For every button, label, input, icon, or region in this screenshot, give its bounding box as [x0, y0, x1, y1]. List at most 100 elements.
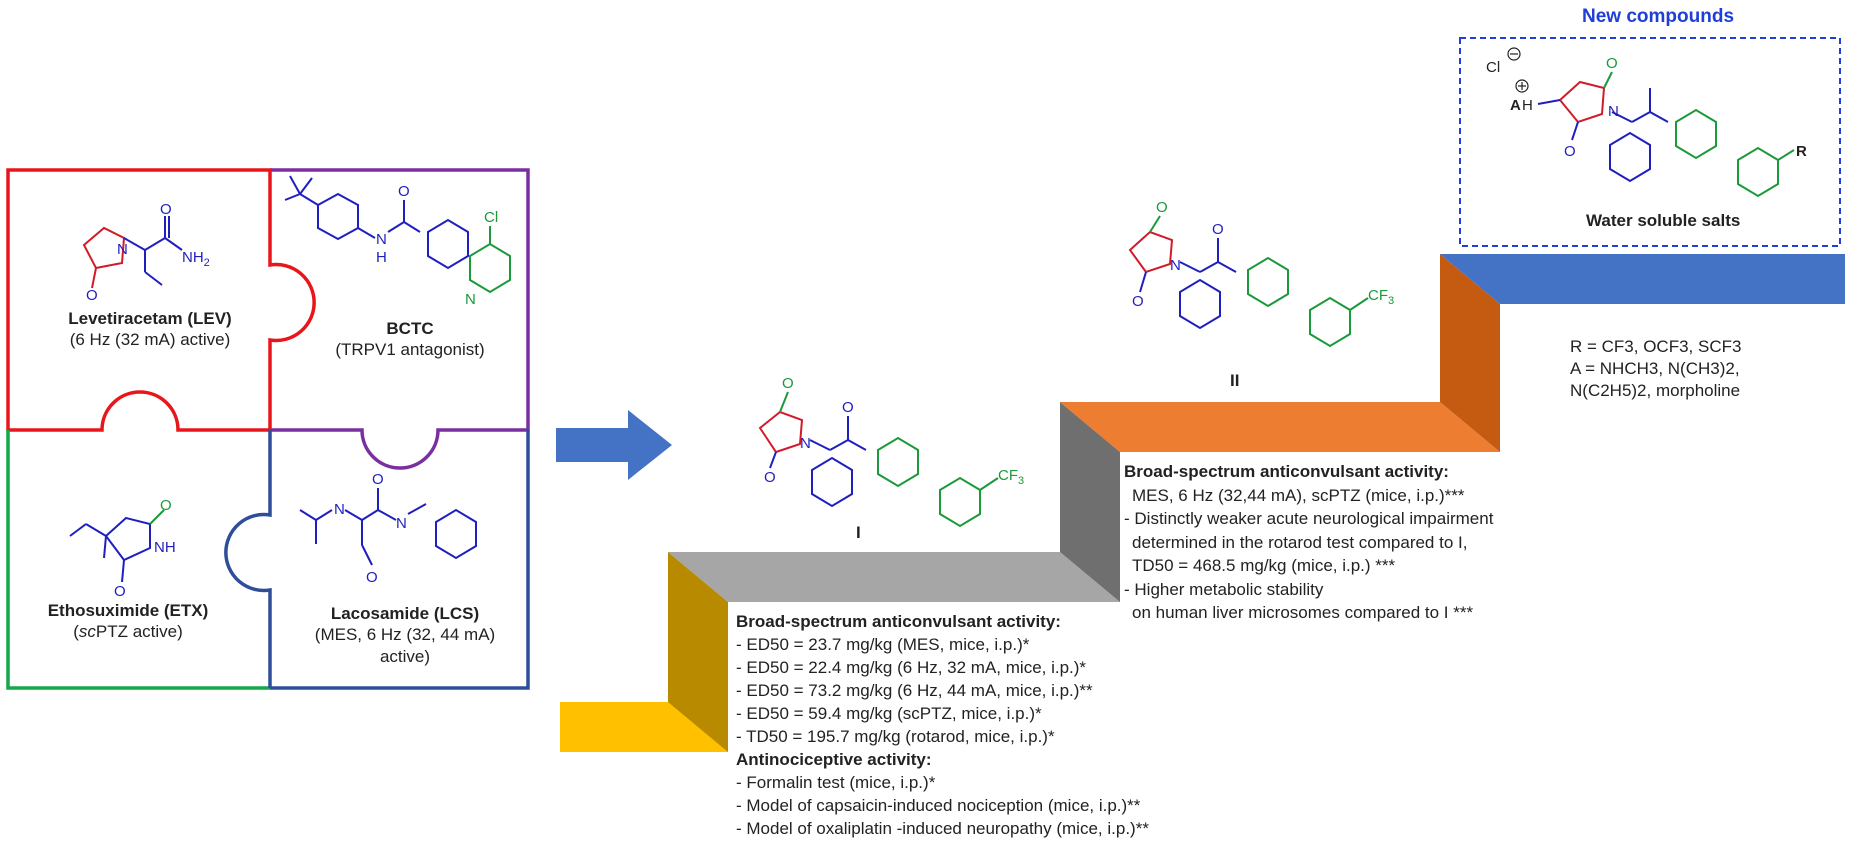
lev-o-left: O: [86, 287, 98, 304]
bctc-pyridine-n: N: [465, 291, 476, 308]
cmp2-cf3: CF3: [1368, 287, 1394, 307]
etx-o-top: O: [160, 497, 172, 514]
cmp1-o-bottom: O: [764, 469, 776, 486]
bctc-structure: [284, 175, 511, 294]
activity-I-line: - Formalin test (mice, i.p.)*: [736, 773, 936, 792]
etx-name: Ethosuximide (ETX): [47, 601, 209, 620]
activity-I-line: - ED50 = 59.4 mg/kg (scPTZ, mice, i.p.)*: [736, 704, 1042, 723]
lcs-label: Lacosamide (LCS) (MES, 6 Hz (32, 44 mA) …: [295, 603, 515, 667]
cmp2-o-carbonyl: O: [1212, 221, 1224, 238]
activity-compound-II: Broad-spectrum anticonvulsant activity: …: [1124, 460, 1493, 625]
etx-note: (scPTZ active): [73, 622, 183, 642]
bctc-label: BCTC (TRPV1 antagonist): [310, 318, 510, 361]
activity-II-line: MES, 6 Hz (32,44 mA), scPTZ (mice, i.p.)…: [1132, 485, 1465, 505]
new-cl: Cl: [1486, 59, 1500, 76]
activity-I-line: - Model of oxaliplatin -induced neuropat…: [736, 819, 1149, 838]
puzzle-piece-lcs: [224, 430, 530, 690]
new-a: A: [1510, 97, 1521, 114]
ethosuximide-structure: [69, 509, 165, 583]
staircase: [560, 254, 1845, 752]
activity-I-line: - TD50 = 195.7 mg/kg (rotarod, mice, i.p…: [736, 727, 1055, 746]
activity-I-heading-2: Antinociceptive activity:: [736, 750, 932, 769]
substituent-legend: R = CF3, OCF3, SCF3 A = NHCH3, N(CH3)2, …: [1570, 336, 1741, 402]
activity-compound-I: Broad-spectrum anticonvulsant activity: …: [736, 610, 1149, 840]
compound-II-structure: [1128, 215, 1369, 348]
minus-charge-icon: [1507, 47, 1521, 61]
lev-label: Levetiracetam (LEV) (6 Hz (32 mA) active…: [50, 308, 250, 351]
lcs-o-top: O: [372, 471, 384, 488]
lev-nh2: NH2: [182, 249, 210, 269]
activity-II-line: - Higher metabolic stability: [1124, 579, 1324, 599]
compound-II-label: II: [1230, 371, 1240, 390]
new-compounds-title: New compounds: [1582, 6, 1735, 27]
lev-name: Levetiracetam (LEV): [68, 309, 232, 328]
activity-II-line: determined in the rotarod test compared …: [1132, 532, 1468, 552]
levetiracetam-structure: [82, 216, 183, 289]
lev-note: (6 Hz (32 mA) active): [69, 330, 231, 350]
activity-II-line: on human liver microsomes compared to I …: [1132, 603, 1474, 622]
compound-I-structure: [758, 391, 999, 528]
bctc-o: O: [398, 183, 410, 200]
activity-II-line: - Distinctly weaker acute neurological i…: [1124, 509, 1494, 528]
new-h: H: [1522, 97, 1533, 114]
etx-o-bottom: O: [114, 583, 126, 600]
activity-II-heading: Broad-spectrum anticonvulsant activity:: [1124, 462, 1449, 481]
bctc-h: H: [376, 249, 387, 266]
cmp2-o-green: O: [1156, 199, 1168, 216]
step-2-top: [668, 552, 1120, 602]
atom-labels: N O O NH2 O N H Cl N O NH O N O N O N O …: [86, 55, 1807, 600]
new-n: N: [1608, 103, 1619, 120]
cmp1-o-green: O: [782, 375, 794, 392]
new-compound-structure: [1537, 71, 1795, 198]
cmp2-o-bottom: O: [1132, 293, 1144, 310]
lcs-n-right: N: [396, 515, 407, 532]
activity-I-line: - ED50 = 22.4 mg/kg (6 Hz, 32 mA, mice, …: [736, 658, 1087, 677]
lcs-name: Lacosamide (LCS): [330, 604, 480, 623]
bctc-note: (TRPV1 antagonist): [335, 340, 485, 360]
transition-arrow: [556, 410, 672, 480]
bctc-n: N: [376, 231, 387, 248]
legend-r: R = CF3, OCF3, SCF3: [1570, 337, 1742, 356]
new-compounds-subtitle: Water soluble salts: [1586, 211, 1741, 230]
new-o-bottom: O: [1564, 143, 1576, 160]
activity-I-line: - ED50 = 73.2 mg/kg (6 Hz, 44 mA, mice, …: [736, 681, 1093, 700]
puzzle-piece-bctc: [270, 168, 530, 470]
step-2-side: [1060, 402, 1120, 602]
etx-nh: NH: [154, 539, 176, 556]
activity-I-line: - ED50 = 23.7 mg/kg (MES, mice, i.p.)*: [736, 635, 1030, 654]
lacosamide-structure: [299, 488, 477, 566]
bctc-cl: Cl: [484, 209, 498, 226]
step-1-side: [668, 552, 728, 752]
step-4-top: [1440, 254, 1845, 304]
lcs-n: N: [334, 501, 345, 518]
activity-I-heading-1: Broad-spectrum anticonvulsant activity:: [736, 612, 1061, 631]
legend-a-2: N(C2H5)2, morpholine: [1570, 381, 1741, 400]
lcs-o-bottom: O: [366, 569, 378, 586]
charge-signs: [1507, 47, 1529, 93]
cmp1-n: N: [800, 435, 811, 452]
activity-I-line: - Model of capsaicin-induced nociception…: [736, 796, 1141, 815]
compound-I-label: I: [856, 523, 861, 542]
plus-charge-icon: [1515, 79, 1529, 93]
puzzle-piece-etx: [6, 430, 270, 690]
puzzle-piece-lev: [6, 168, 316, 432]
new-compounds-box: [1459, 37, 1841, 247]
lev-n: N: [117, 241, 128, 258]
lcs-note-2: active): [379, 646, 431, 666]
cmp1-o-carbonyl: O: [842, 399, 854, 416]
etx-label: Ethosuximide (ETX) (scPTZ active): [28, 600, 228, 643]
puzzle-grid: [6, 168, 530, 690]
cmp1-cf3: CF3: [998, 467, 1024, 487]
step-3-side: [1440, 254, 1500, 452]
lcs-note-1: (MES, 6 Hz (32, 44 mA): [314, 625, 496, 645]
bctc-name: BCTC: [386, 319, 434, 338]
cmp2-n: N: [1170, 257, 1181, 274]
activity-II-line: TD50 = 468.5 mg/kg (mice, i.p.) ***: [1132, 556, 1396, 575]
new-o-green: O: [1606, 55, 1618, 72]
step-3-top: [1060, 402, 1500, 452]
new-r: R: [1796, 143, 1807, 160]
lev-o-top: O: [160, 201, 172, 218]
legend-a-1: A = NHCH3, N(CH3)2,: [1570, 359, 1740, 378]
